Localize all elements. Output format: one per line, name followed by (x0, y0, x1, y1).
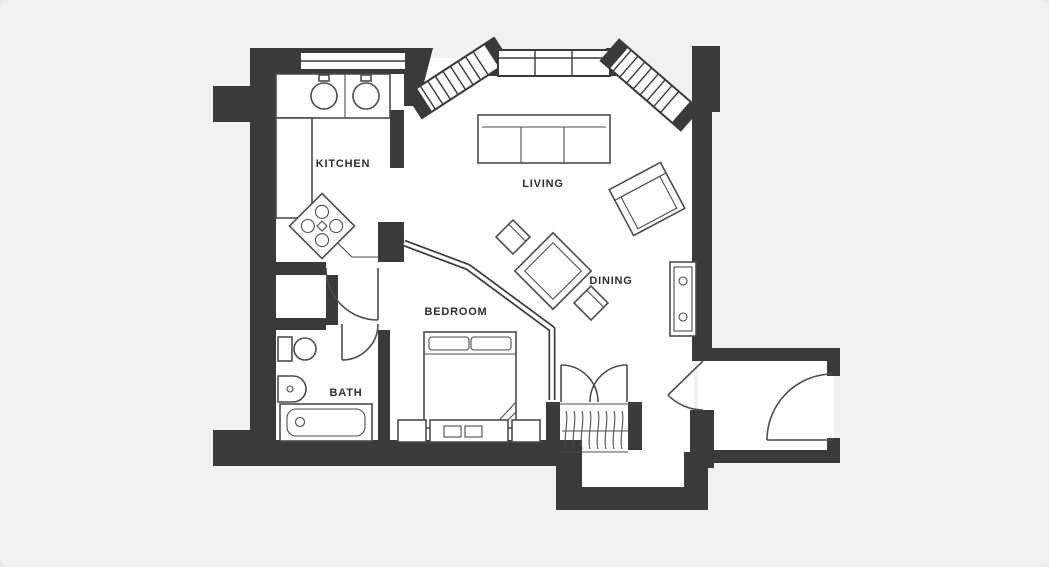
toilet (277, 336, 317, 362)
vestibule-door (667, 360, 704, 411)
bath-sink (277, 375, 307, 403)
entry-door (766, 373, 834, 441)
dining-chair-2 (572, 284, 610, 322)
wall-kitchen-living (390, 110, 404, 168)
sofa (477, 114, 611, 164)
dining-chair-1 (494, 218, 532, 256)
kitchen-window (299, 51, 407, 71)
wall-entry-top (692, 348, 840, 361)
wall-closet-stub-right (628, 402, 642, 450)
bedroom-dresser (397, 419, 541, 443)
armchair (608, 161, 686, 237)
closet-double-doors (560, 364, 628, 403)
room-label-bedroom: BEDROOM (424, 306, 487, 318)
dining-table (513, 231, 593, 311)
wall-bottom (250, 440, 570, 466)
wall-pier-left-bottom (213, 430, 250, 466)
room-label-living: LIVING (522, 178, 563, 190)
wall-entry-right-upper (827, 348, 840, 376)
room-label-kitchen: KITCHEN (316, 158, 371, 170)
wall-closet-stub-left (546, 402, 560, 450)
bedroom-door (325, 267, 379, 321)
wall-entry-bottom (692, 450, 840, 463)
bed (423, 331, 517, 429)
stove (288, 192, 356, 260)
kitchen-sink-right (352, 74, 380, 110)
bedroom-partition-half-wall (402, 239, 556, 400)
room-label-dining: DINING (589, 275, 632, 287)
wall-hall (276, 262, 326, 275)
wall-left (250, 48, 276, 466)
wall-pier-left-top (213, 86, 250, 122)
wardrobe (546, 403, 642, 453)
wall-bath-bedroom (378, 330, 390, 442)
room-label-bath: BATH (330, 387, 363, 399)
bay-window-right (599, 38, 701, 132)
wall-bath-top (276, 318, 326, 330)
kitchen-sink-left (310, 74, 338, 110)
bay-window-center (497, 49, 611, 77)
bath-door (341, 323, 379, 361)
console-table (669, 261, 697, 337)
wall-kitchen-pier (378, 222, 404, 262)
wall-right (692, 110, 712, 350)
wall-bottom-right-connector (684, 452, 708, 510)
bathtub (279, 403, 373, 442)
wall-pier-right-top (692, 46, 720, 112)
wall-bottom-lower (556, 487, 708, 510)
